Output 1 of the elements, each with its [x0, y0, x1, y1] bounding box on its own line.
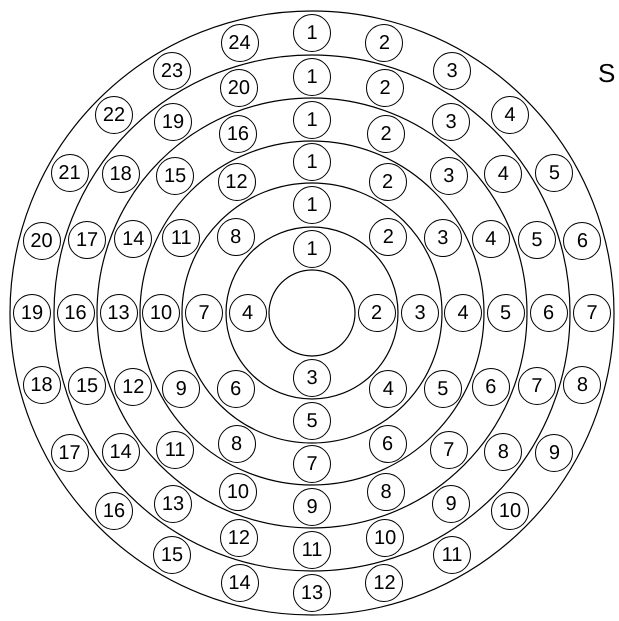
heading-letter: S [598, 60, 616, 86]
